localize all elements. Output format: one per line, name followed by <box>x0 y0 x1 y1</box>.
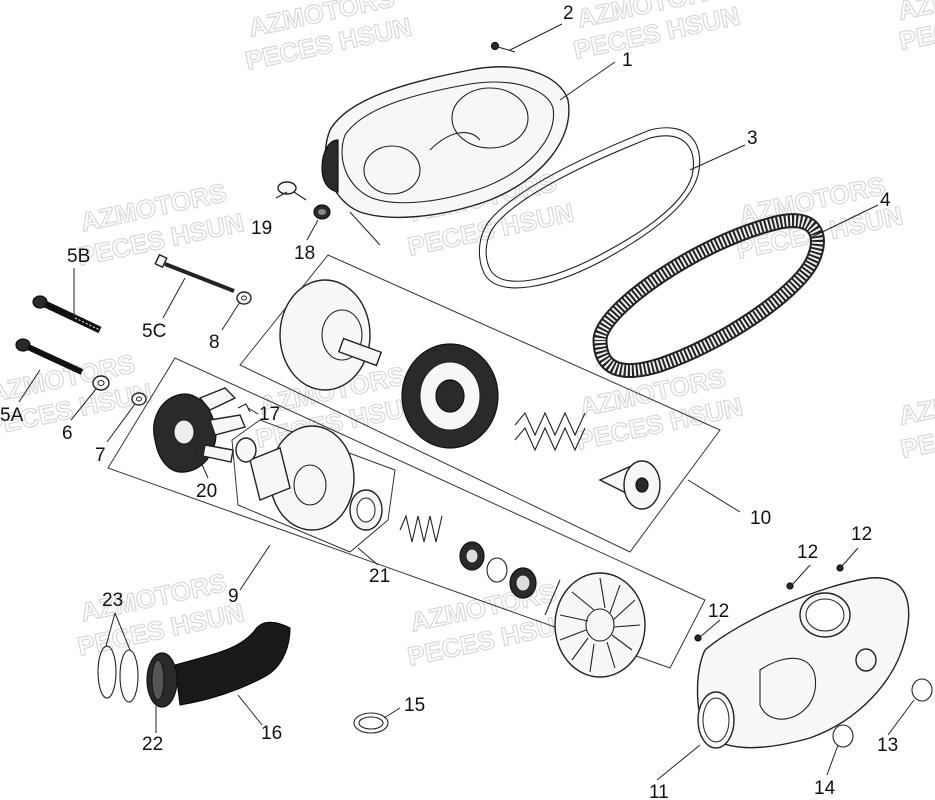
watermark: AZMOTORS PECES HSUN <box>74 177 247 273</box>
watermark: AZMOTORS PECES HSUN <box>573 362 746 457</box>
callout-12c: 12 <box>851 524 872 545</box>
callout-5C: 5C <box>142 321 166 342</box>
bearing <box>509 567 537 599</box>
spring <box>399 514 443 543</box>
watermark: AZMOTORS PECES HSUN <box>895 370 935 465</box>
callout-17: 17 <box>259 404 280 425</box>
bolt-part-5B <box>32 295 102 334</box>
callout-12a: 12 <box>708 601 729 622</box>
watermark: AZMOTORS PECES HSUN <box>0 348 155 443</box>
gasket-part-3 <box>478 127 701 289</box>
callout-5B: 5B <box>67 246 90 267</box>
outer-cover-part-1 <box>321 66 570 246</box>
callout-9: 9 <box>228 586 239 607</box>
bolt-part-5C <box>154 253 235 293</box>
washer-part-6 <box>92 375 110 391</box>
callout-21: 21 <box>369 566 390 587</box>
o-ring-part-14 <box>832 724 854 748</box>
air-duct-part-16 <box>174 621 291 706</box>
hose-clamp-part-23 <box>97 645 139 703</box>
fan-pulley <box>544 572 646 678</box>
callout-22: 22 <box>142 734 163 755</box>
watermark: AZMOTORS PECES HSUN <box>894 0 935 57</box>
callout-10: 10 <box>750 508 771 529</box>
inner-cover-part-11 <box>696 577 910 749</box>
o-ring <box>486 557 508 583</box>
seal-part-18 <box>313 204 331 220</box>
watermark: AZMOTORS PECES HSUN <box>570 0 743 66</box>
washer-part-15 <box>353 712 389 734</box>
watermark: AZMOTORS PECES HSUN <box>242 0 415 77</box>
o-ring-part-13 <box>911 678 933 702</box>
assembly-box-21 <box>231 419 396 553</box>
callout-2: 2 <box>563 3 574 24</box>
callout-23: 23 <box>102 590 123 611</box>
watermark: AZMOTORS PECES HSUN <box>404 577 577 673</box>
callout-15: 15 <box>404 695 425 716</box>
callout-19: 19 <box>251 218 272 239</box>
callout-7: 7 <box>95 445 106 466</box>
bearing <box>459 541 485 571</box>
assembly-box-9 <box>107 357 706 669</box>
callout-labels: 1 2 3 4 5A 5B 5C 6 7 8 9 10 11 12 12 12 … <box>0 3 898 800</box>
watermark: AZMOTORS PECES HSUN <box>74 567 247 663</box>
washer-part-7 <box>131 392 147 406</box>
callout-16: 16 <box>261 723 282 744</box>
callout-3: 3 <box>747 128 758 149</box>
washer-part-8 <box>236 291 252 305</box>
clutch-weight-part-20 <box>153 387 246 473</box>
callout-14: 14 <box>814 778 836 799</box>
leader-lines <box>18 23 915 781</box>
callout-12b: 12 <box>797 542 818 563</box>
callout-5A: 5A <box>0 405 24 426</box>
callout-6: 6 <box>62 423 73 444</box>
callout-13: 13 <box>877 735 898 756</box>
duct-boot-part-22 <box>146 652 178 708</box>
svg-text:AZMOTORS: AZMOTORS <box>896 371 935 431</box>
callout-4: 4 <box>880 190 891 211</box>
screw-part-2 <box>490 41 516 53</box>
screw-part-12 <box>694 564 844 642</box>
callout-20: 20 <box>196 481 217 502</box>
callout-11: 11 <box>649 782 669 800</box>
driven-pulley-part-10 <box>279 279 661 510</box>
callout-18: 18 <box>294 243 315 264</box>
bolt-part-5A <box>15 338 84 375</box>
callout-1: 1 <box>622 50 633 71</box>
breather-part-19 <box>277 181 307 201</box>
pin-part-17 <box>237 403 251 413</box>
callout-8: 8 <box>209 332 220 353</box>
drive-belt-part-4 <box>592 213 825 378</box>
drive-face-part-21 <box>235 425 383 531</box>
